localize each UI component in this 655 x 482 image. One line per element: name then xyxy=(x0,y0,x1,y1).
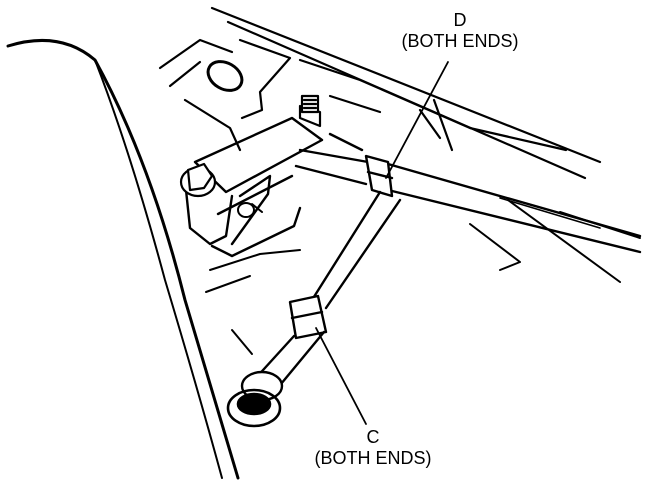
callout-d: D (BOTH ENDS) xyxy=(370,10,550,52)
callout-c-letter: C xyxy=(366,427,380,447)
bolt-top xyxy=(298,94,322,128)
callout-d-letter: D xyxy=(453,10,467,30)
bolt-left xyxy=(179,162,217,198)
interior-linework xyxy=(205,199,641,355)
bolt-small xyxy=(237,202,263,218)
leader-c xyxy=(315,327,367,425)
callout-d-note: (BOTH ENDS) xyxy=(401,31,519,51)
oval-plug xyxy=(206,60,244,92)
body-panel-arc xyxy=(6,39,240,480)
rod-c xyxy=(240,190,402,402)
lower-bushing xyxy=(226,388,282,428)
leader-d xyxy=(385,61,449,179)
callout-c-note: (BOTH ENDS) xyxy=(314,448,432,468)
callout-c: C (BOTH ENDS) xyxy=(288,427,458,469)
rod-d xyxy=(294,148,642,254)
frame-rails xyxy=(158,6,602,180)
